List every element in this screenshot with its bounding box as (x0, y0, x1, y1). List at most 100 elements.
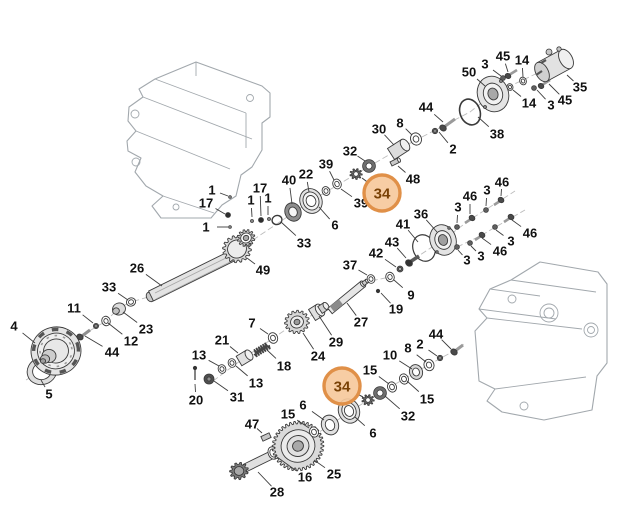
housing-hole (519, 401, 529, 411)
part-shape (292, 440, 304, 452)
leader-line (512, 89, 522, 97)
part-shape (242, 234, 250, 242)
part-label: 15 (363, 363, 377, 378)
part-shape (94, 324, 98, 328)
part-shape (425, 361, 433, 369)
highlight-label: 34 (334, 379, 351, 396)
part-shape (375, 288, 381, 294)
leader-line (313, 459, 326, 469)
part-label: 3 (507, 234, 514, 249)
housing-line (135, 130, 231, 170)
part-shape (39, 334, 73, 368)
leader-line (438, 131, 449, 144)
part-label: 40 (282, 173, 296, 188)
center-line (448, 209, 526, 252)
part-label: 14 (522, 96, 537, 111)
housing-hole (583, 322, 599, 338)
part-label: 13 (192, 348, 206, 363)
part-shape (545, 48, 553, 56)
center-line (405, 190, 516, 265)
part-shape (103, 318, 109, 324)
leader-line (548, 83, 560, 95)
part-shape (398, 267, 402, 271)
part-label: 6 (299, 398, 306, 413)
part-shape (520, 78, 526, 84)
center-line (25, 65, 553, 381)
part-shape (483, 105, 487, 109)
part-label: 9 (407, 288, 414, 303)
leader-line (329, 170, 335, 181)
part-label: 26 (130, 261, 144, 276)
part-label: 3 (483, 183, 490, 198)
part-shape (487, 87, 499, 101)
part-label: 48 (406, 172, 420, 187)
leader-line (215, 208, 226, 215)
part-label: 33 (297, 236, 311, 251)
part-shape (537, 82, 545, 90)
part-shape (270, 334, 276, 342)
leader-line (219, 192, 229, 197)
part-shape (81, 328, 91, 338)
leader-line (235, 365, 248, 377)
leader-line (84, 335, 103, 347)
leader-line (384, 134, 395, 146)
part-shape (219, 366, 225, 372)
housing-hole (131, 157, 141, 167)
leader-line (476, 78, 486, 87)
part-label: 46 (495, 175, 509, 190)
part-label: 25 (327, 467, 341, 482)
leader-line (266, 349, 277, 359)
part-shape (267, 217, 271, 221)
part-label: 22 (299, 167, 313, 182)
leader-line (522, 67, 524, 78)
leader-line (384, 258, 397, 268)
part-shape (250, 219, 254, 223)
leader-line (246, 257, 256, 265)
part-shape (228, 195, 232, 199)
part-shape (343, 405, 355, 417)
housing-outline (126, 61, 271, 219)
leader-line (536, 89, 546, 100)
part-shape (396, 157, 402, 163)
part-label: 49 (256, 263, 270, 278)
housing-hole (539, 303, 559, 323)
part-shape (353, 171, 359, 177)
part-shape (468, 214, 476, 222)
part-label: 15 (281, 407, 295, 422)
part-shape (389, 383, 395, 391)
part-label: 32 (343, 144, 357, 159)
housing-hole (130, 109, 140, 119)
part-label: 50 (462, 65, 476, 80)
leader-line (259, 328, 269, 335)
part-label: 44 (419, 100, 434, 115)
leader-line (257, 471, 272, 487)
highlight-circle-part-34[interactable] (322, 366, 362, 406)
part-shape (227, 239, 247, 259)
leader-line (416, 354, 427, 363)
part-shape (435, 250, 439, 254)
highlight-circle-part-34[interactable] (362, 173, 402, 213)
housing-line (154, 78, 247, 114)
part-shape (39, 358, 47, 364)
part-label: 14 (515, 53, 530, 68)
part-label: 15 (420, 392, 434, 407)
part-label: 30 (372, 122, 386, 137)
leader-line (208, 359, 220, 367)
leader-line (340, 188, 353, 198)
housing-hole (507, 294, 517, 304)
part-shape (508, 84, 512, 90)
leader-line (378, 376, 390, 385)
part-label: 46 (463, 189, 477, 204)
part-shape (401, 375, 407, 383)
leader-line (213, 380, 229, 392)
housing-outline (474, 261, 608, 421)
leader-line (311, 411, 325, 421)
leader-line (280, 221, 297, 236)
part-shape (507, 213, 515, 221)
leader-line (470, 245, 477, 252)
leader-line (251, 207, 253, 218)
part-label: 12 (124, 334, 138, 349)
part-label: 3 (481, 57, 488, 72)
part-label: 44 (429, 327, 444, 342)
